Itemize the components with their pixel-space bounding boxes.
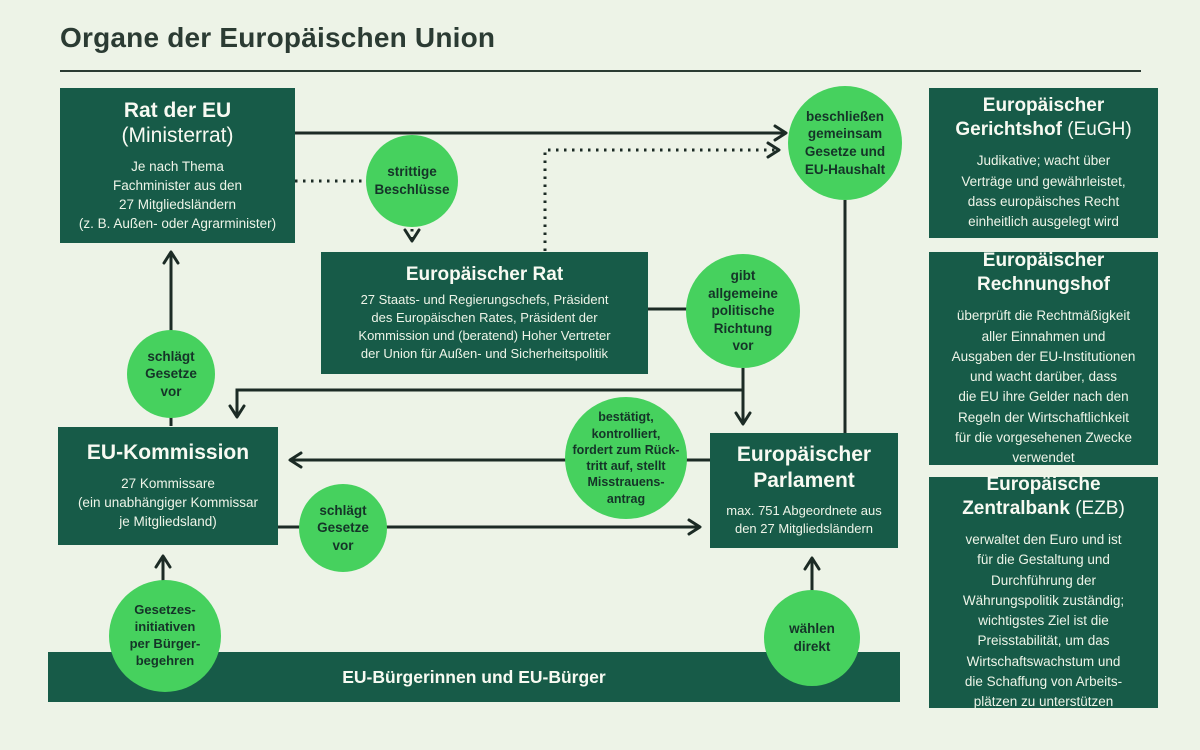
bubble-bestaetigt-label: bestätigt, kontrolliert, fordert zum Rüc… <box>572 410 680 506</box>
bubble-waehlen-direkt: wählen direkt <box>764 590 860 686</box>
node-rat-der-eu: Rat der EU (Ministerrat) Je nach Thema F… <box>60 88 295 243</box>
bubble-strittige-beschluesse: strittige Beschlüsse <box>366 135 458 227</box>
bubble-beschliessen-label: beschließen gemeinsam Gesetze und EU-Hau… <box>804 108 886 177</box>
page-title: Organe der Europäischen Union <box>60 22 496 53</box>
sidebar-eugh-title: Europäischer Gerichtshof (EuGH) <box>941 94 1146 143</box>
sidebar-box-eugh: Europäischer Gerichtshof (EuGH) Judikati… <box>929 88 1158 238</box>
node-kommission-title-text: EU-Kommission <box>86 441 250 465</box>
sidebar-eugh-title-text: Europäischer Gerichtshof <box>955 94 1105 140</box>
sidebar-box-ezb: Europäische Zentralbank (EZB) verwaltet … <box>929 474 1158 709</box>
bubble-politische-richtung: gibt allgemeine politische Richtung vor <box>686 254 800 368</box>
bubble-schlaegt2-label: schlägt Gesetze vor <box>317 502 369 553</box>
node-rat-body: Je nach Thema Fachminister aus den 27 Mi… <box>78 158 277 232</box>
node-parlament-title-text: Europäischer Parlament <box>736 443 872 493</box>
sidebar-eugh-title-paren: (EuGH) <box>1067 119 1132 140</box>
title-divider <box>60 70 1141 72</box>
bubble-initiative-label: Gesetzes- initiativen per Bürger- begehr… <box>129 602 201 668</box>
sidebar-rechnungshof-title: Europäischer Rechnungshof <box>941 249 1146 298</box>
node-parlament-title: Europäischer Parlament <box>720 442 888 493</box>
node-eurat-title: Europäischer Rat <box>406 263 563 286</box>
bubble-bestaetigt-kontrolliert: bestätigt, kontrolliert, fordert zum Rüc… <box>565 397 687 519</box>
bubble-schlaegt-gesetze-vor-2: schlägt Gesetze vor <box>299 484 387 572</box>
bubble-gesetzesinitiativen: Gesetzes- initiativen per Bürger- begehr… <box>109 580 221 692</box>
node-eurat-title-text: Europäischer Rat <box>405 263 564 285</box>
connector-eurat-to-beschliessen <box>543 141 781 251</box>
node-europaeischer-rat: Europäischer Rat 27 Staats- und Regierun… <box>321 252 648 374</box>
bubble-waehlen-label: wählen direkt <box>789 621 835 654</box>
bubble-beschliessen-gemeinsam: beschließen gemeinsam Gesetze und EU-Hau… <box>788 86 902 200</box>
node-parlament-body: max. 751 Abgeordnete aus den 27 Mitglied… <box>726 502 882 537</box>
sidebar-rechnungshof-title-text: Europäischer Rechnungshof <box>977 249 1110 295</box>
sidebar-eugh-body: Judikative; wacht über Verträge und gewä… <box>961 153 1126 230</box>
bubble-schlaegt-gesetze-vor-1: schlägt Gesetze vor <box>127 330 215 418</box>
bubble-schlaegt1-label: schlägt Gesetze vor <box>145 348 197 399</box>
node-europaeischer-parlament: Europäischer Parlament max. 751 Abgeordn… <box>710 433 898 548</box>
node-eurat-body: 27 Staats- und Regierungschefs, Präsiden… <box>358 291 611 362</box>
sidebar-rechnungshof-body: überprüft die Rechtmäßigkeit aller Einna… <box>951 308 1136 466</box>
node-kommission-title: EU-Kommission <box>87 440 249 466</box>
node-rat-title-paren: (Ministerrat) <box>121 124 234 148</box>
sidebar-ezb-title: Europäische Zentralbank (EZB) <box>941 473 1146 522</box>
node-buerger-label: EU-Bürgerinnen und EU-Bürger <box>342 666 606 687</box>
sidebar-ezb-title-paren: (EZB) <box>1075 497 1125 519</box>
bubble-strittige-label: strittige Beschlüsse <box>374 164 450 197</box>
sidebar-ezb-body: verwaltet den Euro und ist für die Gesta… <box>962 532 1125 710</box>
sidebar-box-rechnungshof: Europäischer Rechnungshof überprüft die … <box>929 249 1158 466</box>
node-rat-title: Rat der EU (Ministerrat) <box>121 98 233 149</box>
bubble-richtung-label: gibt allgemeine politische Richtung vor <box>708 268 778 354</box>
sidebar-ezb-title-text: Europäische Zentralbank <box>962 473 1101 519</box>
node-eu-kommission: EU-Kommission 27 Kommissare (ein unabhän… <box>58 427 278 545</box>
node-kommission-body: 27 Kommissare (ein unabhängiger Kommissa… <box>77 476 259 530</box>
node-rat-title-text: Rat der EU <box>123 98 232 122</box>
connector-richtung-to-kommission <box>228 388 743 419</box>
